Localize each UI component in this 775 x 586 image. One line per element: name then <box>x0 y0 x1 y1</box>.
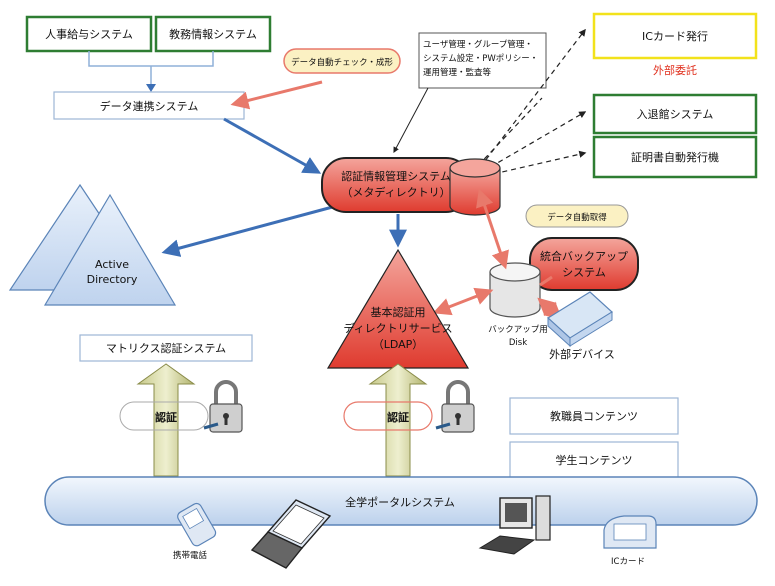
data-link-system-box: データ連携システム <box>53 91 245 120</box>
backup-system-disk-arrow <box>539 275 553 287</box>
ic-card-reader-icon <box>603 515 657 549</box>
faculty-contents-box: 教職員コンテンツ <box>509 397 679 435</box>
data-link-system-label: データ連携システム <box>100 99 199 113</box>
source-connector <box>88 51 214 85</box>
ic-card-issue-label: ICカード発行 <box>642 29 708 43</box>
external-device-icon <box>547 291 613 348</box>
meta-backup-arrow <box>476 188 509 270</box>
campus-portal-label: 全学ポータルシステム <box>345 495 455 509</box>
data-link-to-meta-arrow <box>223 117 322 174</box>
academic-info-system-label: 教務情報システム <box>169 27 257 41</box>
outsourced-label: 外部委託 <box>653 63 697 77</box>
faculty-contents-label: 教職員コンテンツ <box>550 410 638 423</box>
auto-check-arrow <box>230 80 323 110</box>
mobile-phone-label: 携帯電話 <box>173 550 208 561</box>
hr-payroll-system-label: 人事給与システム <box>45 27 133 41</box>
campus-portal-system: 全学ポータルシステム <box>44 476 758 526</box>
backup-system-label-2: システム <box>562 266 606 279</box>
student-contents-label: 学生コンテンツ <box>556 453 633 467</box>
ldap-directory-service: 基本認証用 ディレクトリサービス （LDAP） <box>326 248 470 369</box>
meta-database-icon <box>449 158 501 216</box>
data-auto-fetch-label: データ自動取得 <box>547 212 607 223</box>
backup-disk-label-2: Disk <box>509 338 527 348</box>
entry-exit-system-box: 入退館システム <box>592 93 758 135</box>
backup-disk-icon <box>489 262 541 318</box>
entry-exit-system-label: 入退館システム <box>637 107 714 121</box>
management-note-line-1: ユーザ管理・グループ管理・ <box>423 39 533 50</box>
certificate-issuer-box: 証明書自動発行機 <box>592 135 758 179</box>
management-note-box: ユーザ管理・グループ管理・ システム設定・PWポリシー・ 運用管理・監査等 <box>418 32 547 89</box>
data-auto-fetch-callout: データ自動取得 <box>525 204 629 228</box>
ldap-backup-arrow <box>432 287 494 316</box>
matrix-auth-up-arrow <box>136 363 196 477</box>
backup-disk-label-1: バックアップ用 <box>488 325 548 335</box>
active-directory-label-2: Directory <box>87 273 138 286</box>
ic-card-label: ICカード <box>611 557 645 567</box>
auth-label-right: 認証 <box>387 410 409 424</box>
backup-system-label-1: 統合バックアップ <box>540 249 628 263</box>
auth-pill-right <box>343 401 433 431</box>
student-contents-box: 学生コンテンツ <box>509 441 679 479</box>
management-note-line-2: システム設定・PWポリシー・ <box>423 53 538 64</box>
hr-payroll-system-box: 人事給与システム <box>25 15 153 53</box>
auth-label-left: 認証 <box>155 410 177 424</box>
auto-check-label: データ自動チェック・成形 <box>291 57 393 68</box>
laptop-icon <box>250 499 332 569</box>
ldap-auth-up-arrow <box>368 363 428 477</box>
management-note-pointer <box>393 87 429 154</box>
ic-card-issue-box: ICカード発行 <box>592 12 758 60</box>
matrix-auth-system-label: マトリクス認証システム <box>106 341 226 355</box>
certificate-issuer-label: 証明書自動発行機 <box>631 150 719 164</box>
mobile-phone-icon <box>177 502 217 547</box>
integrated-backup-system: 統合バックアップ システム <box>529 237 639 291</box>
ldap-label-2: ディレクトリサービス <box>343 321 452 335</box>
ldap-label-1: 基本認証用 <box>371 305 426 319</box>
desktop-computer-icon <box>478 495 551 555</box>
management-note-line-3: 運用管理・監査等 <box>423 67 492 78</box>
auth-pill-left <box>119 401 209 431</box>
meta-directory-label-1: 認証情報管理システム <box>341 169 451 183</box>
padlock-icon-left <box>203 380 243 433</box>
active-directory-label-1: Active <box>95 258 129 271</box>
meta-to-ad-arrow <box>161 203 341 257</box>
ldap-label-3: （LDAP） <box>373 338 424 351</box>
padlock-icon-right <box>435 380 475 433</box>
meta-directory-system: 認証情報管理システム （メタディレクトリ） <box>321 157 471 213</box>
source-arrow-head <box>146 84 156 92</box>
auto-check-callout: データ自動チェック・成形 <box>283 48 401 74</box>
active-directory: Active Directory <box>8 183 177 306</box>
matrix-auth-system-box: マトリクス認証システム <box>79 334 253 362</box>
meta-directory-label-2: （メタディレクトリ） <box>341 185 450 199</box>
external-device-label: 外部デバイス <box>549 347 615 361</box>
academic-info-system-box: 教務情報システム <box>154 15 272 53</box>
